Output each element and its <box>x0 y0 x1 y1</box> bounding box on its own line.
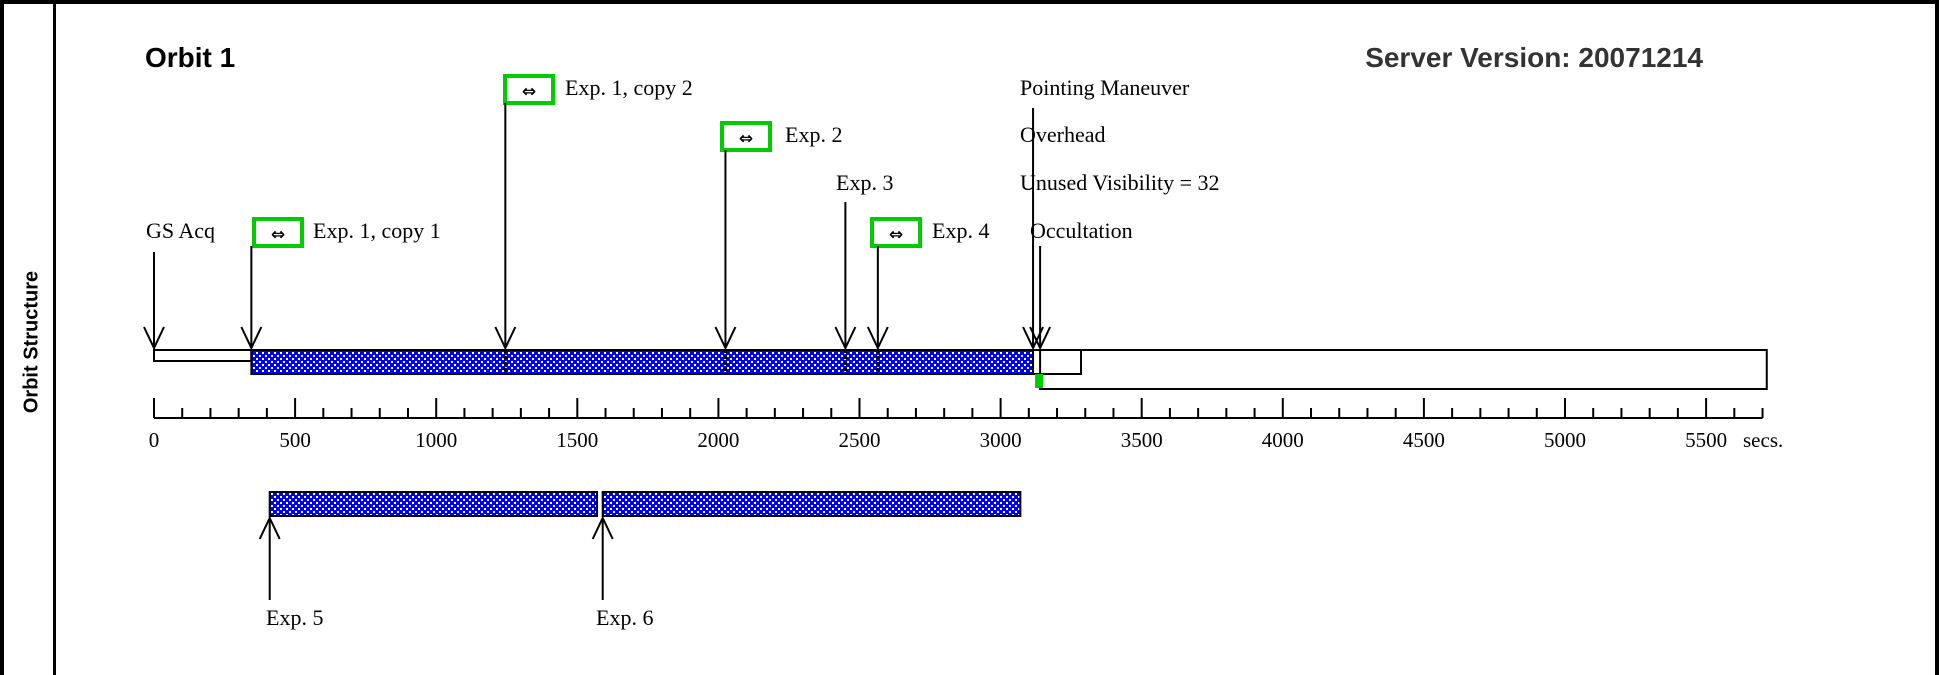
expand-icon-exp4[interactable]: ⇔ <box>870 217 922 248</box>
axis-tick-label: 2500 <box>839 428 881 452</box>
label-exp1-copy1: Exp. 1, copy 1 <box>313 218 441 243</box>
label-exp5: Exp. 5 <box>266 605 323 630</box>
axis-tick-label: 1000 <box>415 428 457 452</box>
axis-tick-label: 4500 <box>1403 428 1445 452</box>
expand-icon-exp2[interactable]: ⇔ <box>720 121 772 152</box>
exp5-bar <box>268 491 599 517</box>
expand-icon-exp1-copy2[interactable]: ⇔ <box>503 74 555 105</box>
label-overhead: Overhead <box>1020 122 1106 147</box>
axis-tick-label: 3500 <box>1121 428 1163 452</box>
arrow-exp1-copy1-head <box>240 326 263 351</box>
arrow-exp3-head <box>834 326 857 351</box>
side-panel: Orbit Structure <box>4 4 56 675</box>
label-exp2: Exp. 2 <box>785 122 842 147</box>
axis-tick-label: 1500 <box>556 428 598 452</box>
axis-tick-label: 5000 <box>1544 428 1586 452</box>
arrow-exp5-head <box>258 515 281 540</box>
label-exp6: Exp. 6 <box>596 605 653 630</box>
label-exp4: Exp. 4 <box>932 218 989 243</box>
axis-tick-label: 2000 <box>697 428 739 452</box>
orbit-title: Orbit 1 <box>145 42 235 73</box>
expand-icon-exp1-copy1[interactable]: ⇔ <box>252 217 304 248</box>
arrow-occultation-head <box>1029 326 1052 351</box>
exposure-bar <box>250 349 1035 375</box>
label-gs-acq: GS Acq <box>146 218 215 243</box>
axis-tick-label: 0 <box>149 428 160 452</box>
svg-text:⇔: ⇔ <box>889 225 903 245</box>
arrow-gs-acq-head <box>143 326 165 351</box>
label-occultation: Occultation <box>1030 218 1133 243</box>
axis-unit: secs. <box>1743 428 1783 452</box>
pointing-marker <box>1035 374 1044 388</box>
label-pointing: Pointing Maneuver <box>1020 75 1190 100</box>
server-version: Server Version: 20071214 <box>1365 42 1703 73</box>
svg-text:⇔: ⇔ <box>739 129 753 149</box>
occultation-bar <box>1039 349 1768 390</box>
arrow-exp6-head <box>591 515 614 540</box>
arrow-exp2-head <box>714 326 737 351</box>
arrow-exp1-copy2-head <box>494 326 517 351</box>
arrow-exp4-head <box>866 326 889 351</box>
label-exp1-copy2: Exp. 1, copy 2 <box>565 75 693 100</box>
axis-tick-label: 500 <box>279 428 311 452</box>
svg-text:⇔: ⇔ <box>271 225 285 245</box>
axis-tick-label: 5500 <box>1685 428 1727 452</box>
svg-text:⇔: ⇔ <box>522 82 536 102</box>
exp6-bar <box>601 491 1022 517</box>
gs-acq-bar <box>153 349 253 362</box>
label-unused: Unused Visibility = 32 <box>1020 170 1220 195</box>
axis-tick-label: 3000 <box>980 428 1022 452</box>
label-exp3: Exp. 3 <box>836 170 893 195</box>
axis-tick-label: 4000 <box>1262 428 1304 452</box>
